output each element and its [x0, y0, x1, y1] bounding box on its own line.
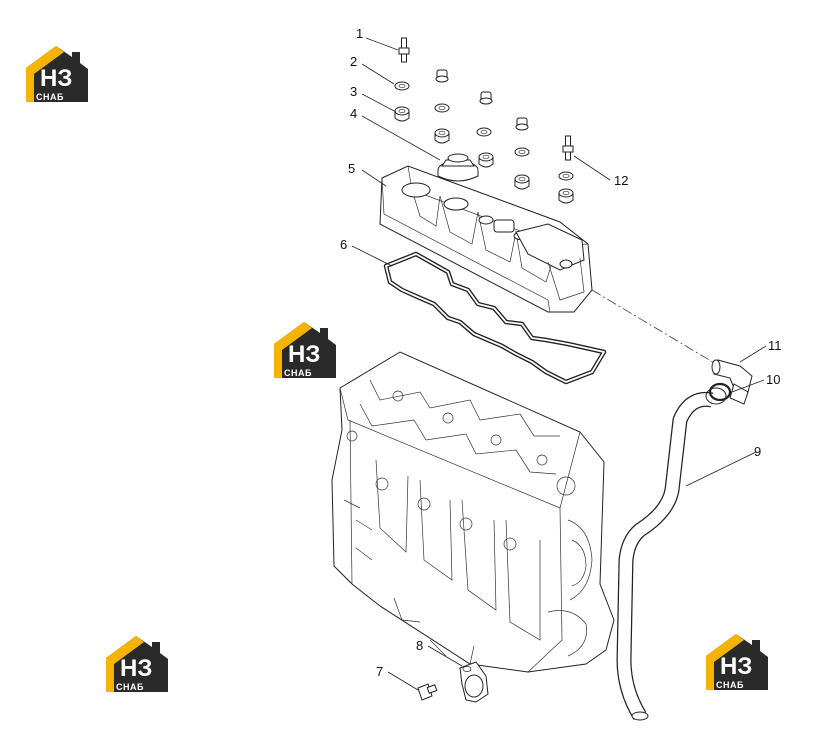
- logo-subtitle: СНАБ: [284, 368, 312, 378]
- callout-1: 1: [356, 26, 363, 41]
- callout-7: 7: [376, 664, 383, 679]
- logo-bottom-right: НЗ СНАБ: [706, 634, 768, 690]
- logo-letters: НЗ: [40, 65, 72, 92]
- callout-numbers: 1 2 3 4 5 6 7 8 9 10 11 12: [340, 26, 782, 679]
- callout-5: 5: [348, 161, 355, 176]
- callout-6: 6: [340, 237, 347, 252]
- breather-hose: [616, 391, 714, 721]
- callout-9: 9: [754, 444, 761, 459]
- callout-11: 11: [768, 338, 782, 353]
- bolt: [417, 683, 438, 701]
- logo-subtitle: СНАБ: [716, 680, 744, 690]
- valve-cover: [379, 165, 593, 313]
- logo-bottom-left: НЗ СНАБ: [106, 636, 168, 692]
- logo-subtitle: СНАБ: [116, 682, 144, 692]
- logo-letters: НЗ: [720, 653, 752, 680]
- oil-filler-cap: [437, 153, 479, 182]
- leader-lines: [351, 37, 767, 691]
- hose-clamp: [705, 382, 732, 405]
- logo-subtitle: СНАБ: [36, 92, 64, 102]
- callout-3: 3: [350, 84, 357, 99]
- logo-letters: НЗ: [288, 341, 320, 368]
- hose-bracket: [459, 661, 489, 703]
- callout-12: 12: [614, 173, 628, 188]
- logo-letters: НЗ: [120, 655, 152, 682]
- assembly-centerline: [591, 289, 717, 365]
- callout-8: 8: [416, 638, 423, 653]
- logo-top-left: НЗ СНАБ: [26, 46, 88, 102]
- logo-center-left: НЗ СНАБ: [274, 322, 336, 378]
- elbow-fitting: [711, 359, 753, 405]
- callout-10: 10: [766, 372, 780, 387]
- callout-2: 2: [350, 54, 357, 69]
- valve-cover-gasket: [383, 251, 607, 385]
- engine-block: [331, 351, 615, 673]
- callout-4: 4: [350, 106, 357, 121]
